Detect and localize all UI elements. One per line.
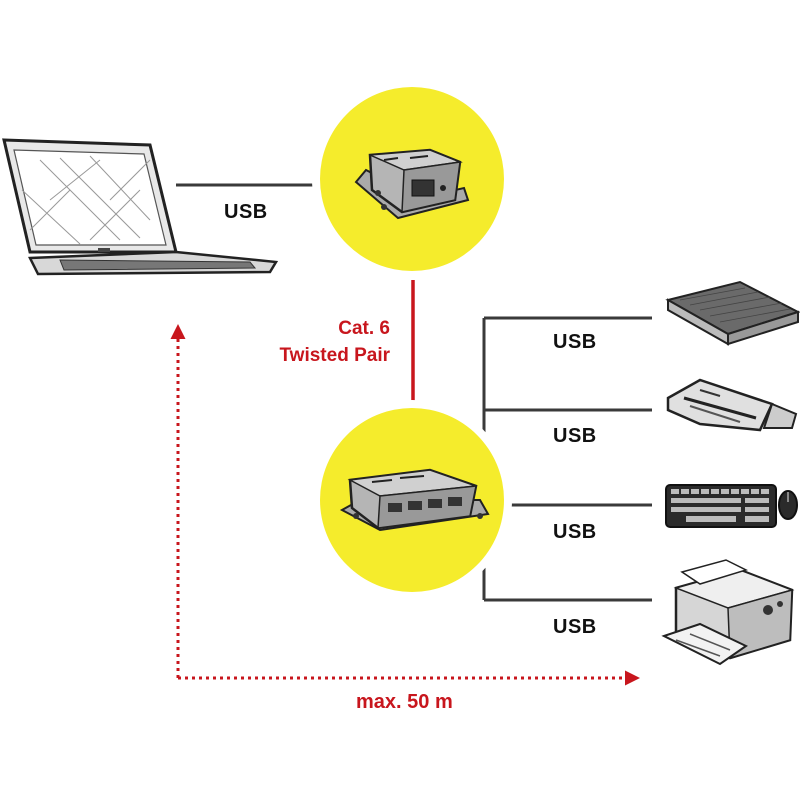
device-usb-label-2: USB <box>553 425 597 447</box>
cable-type-label-line2: Twisted Pair <box>279 345 390 366</box>
printer-icon <box>661 559 795 666</box>
usb-extender-receiver-hub-icon <box>339 468 490 532</box>
distance-label: max. 50 m <box>356 691 453 713</box>
laptop-icon <box>2 138 279 276</box>
device-usb-label-4: USB <box>553 616 597 638</box>
usb-extender-sender-icon <box>354 148 470 220</box>
laptop-usb-label: USB <box>224 201 268 223</box>
device-usb-label-1: USB <box>553 331 597 353</box>
device-usb-label-3: USB <box>553 521 597 543</box>
card-reader-icon <box>666 378 798 432</box>
usb-cables <box>176 183 652 602</box>
keyboard-mouse-icon <box>665 484 798 528</box>
distance-arrows <box>170 324 640 686</box>
cable-type-label-line1: Cat. 6 <box>338 318 390 339</box>
external-hard-drive-icon <box>665 280 800 346</box>
